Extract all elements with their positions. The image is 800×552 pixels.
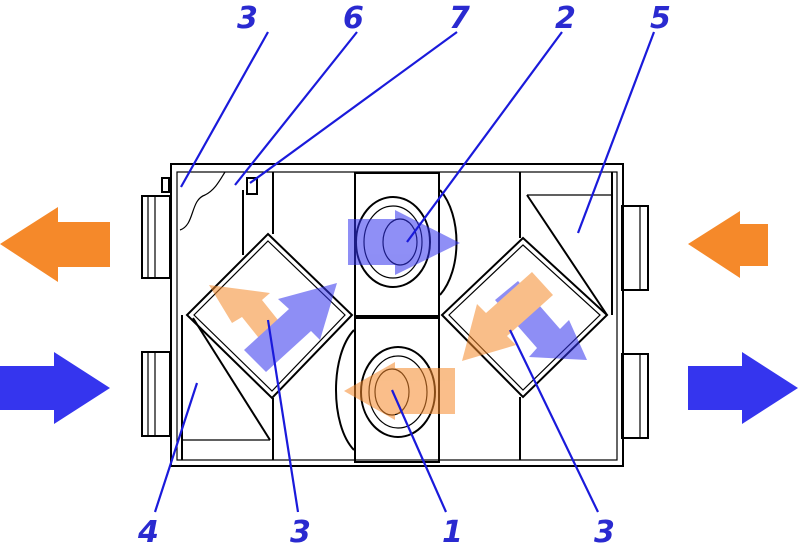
callout-3-top: 3 [237, 1, 258, 36]
callout-7: 7 [449, 1, 470, 36]
callout-3-bottom-right: 3 [594, 515, 615, 550]
supply-flow-arrow-left-exchanger [244, 283, 337, 372]
heat-exchanger-right [440, 236, 609, 399]
supply-flow-arrow-fan [348, 210, 460, 275]
inlet-cold-arrow-left [0, 352, 110, 424]
inlet-warm-arrow-right [688, 211, 768, 278]
outlet-warm-arrow-left [0, 207, 110, 282]
callout-1: 1 [442, 515, 463, 550]
callout-2: 2 [555, 1, 576, 36]
extract-flow-arrow-right-exchanger [462, 272, 553, 361]
callout-5: 5 [650, 1, 671, 36]
duct-spigots [141, 177, 649, 439]
outlet-cold-arrow-right [688, 352, 798, 424]
leader-lines [153, 31, 656, 513]
callout-3-bottom-left: 3 [290, 515, 311, 550]
callout-6: 6 [343, 1, 364, 36]
unit-housing [170, 163, 624, 467]
callout-4: 4 [137, 515, 159, 550]
extract-flow-arrow-fan [344, 362, 455, 420]
